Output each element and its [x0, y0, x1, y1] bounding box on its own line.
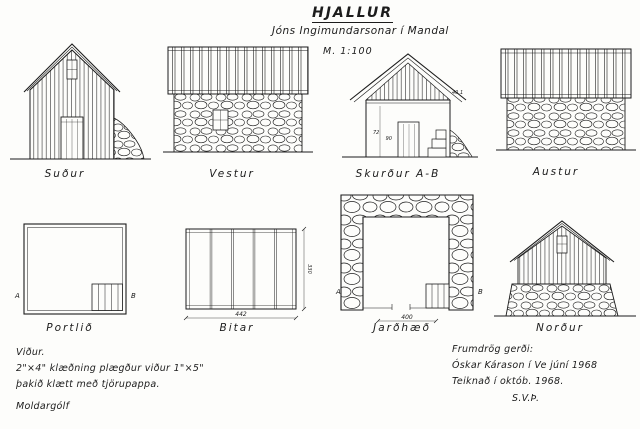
credits-note-line4: S.V.Þ.: [512, 393, 540, 404]
section-a-b-drawing: 72 90 40.1: [342, 53, 478, 158]
stone-foundation: [505, 283, 619, 317]
ground-floor-plan-drawing: A B 400: [335, 194, 483, 324]
roof-boarding: [167, 46, 309, 95]
width-dimension: 442: [183, 311, 299, 321]
credits-note-line3: Teiknað í októb. 1968.: [452, 376, 564, 387]
sheet-subtitle: Jóns Ingimundarsonar í Mandal: [272, 25, 449, 37]
credits-note-line2: Óskar Kárason í Ve júní 1968: [452, 360, 598, 371]
stairs-plan: [91, 283, 123, 311]
label-north: Norður: [536, 322, 584, 334]
width-dimension: 400: [375, 314, 439, 324]
loft-plan-drawing: A B: [14, 223, 136, 315]
scale-label: M. 1:100: [323, 46, 373, 57]
stone-wall: [506, 97, 626, 151]
roof-rake-trim: [23, 43, 121, 93]
stairs-plan: [425, 283, 450, 309]
materials-note-line4: Moldargólf: [16, 401, 70, 412]
loft-floor: [366, 99, 450, 104]
credits-note-line1: Frumdrög gerði:: [452, 344, 534, 355]
entrance-door: [60, 116, 84, 160]
interior-door: [397, 121, 420, 158]
stone-mound: [113, 117, 145, 160]
stone-wall: [173, 93, 303, 153]
stone-mound: [449, 129, 473, 158]
label-beams-plan: Bitar: [219, 322, 255, 334]
section-marker-b: B: [131, 292, 136, 300]
gable-wall-siding: [29, 49, 115, 160]
gable-window: [66, 59, 78, 80]
interior-steps: [427, 129, 447, 158]
gable-window: [556, 235, 568, 254]
roof-rake-trim: [509, 220, 615, 263]
wall-window: [212, 109, 229, 131]
frame-outline: [185, 228, 297, 310]
wall-height-dim: 72: [373, 130, 379, 136]
label-west: Vestur: [209, 168, 255, 180]
label-south: Suður: [44, 168, 86, 180]
plan-outline: [23, 223, 127, 315]
materials-note-line2: 2"×4" klæðning plægður viður 1"×5": [16, 363, 204, 374]
roof-boarding: [500, 48, 632, 99]
stone-wall-plan: [340, 194, 474, 311]
label-ground-plan: Jarðhæð: [373, 322, 431, 334]
north-elevation-drawing: [494, 220, 636, 317]
label-east: Austur: [532, 166, 580, 178]
label-section: Skurður A-B: [355, 168, 441, 180]
width-dim-value: 400: [401, 314, 413, 321]
west-elevation-drawing: [163, 46, 313, 153]
height-dim-value: 330: [306, 264, 312, 274]
roof-dim: 40.1: [452, 90, 463, 96]
south-elevation-drawing: [10, 43, 151, 160]
sheet-title: HJALLUR: [312, 5, 393, 23]
gable-wall-siding: [517, 225, 607, 285]
section-marker-a: A: [335, 288, 341, 296]
door-height-dim: 90: [386, 136, 392, 142]
height-dimension: 330: [301, 226, 312, 312]
section-marker-a: A: [14, 292, 20, 300]
width-dim-value: 442: [235, 311, 247, 318]
section-marker-b: B: [478, 288, 483, 296]
materials-note-line3: þakið klætt með tjörupappa.: [16, 379, 160, 390]
section-dimensions: 72 90 40.1: [373, 90, 463, 157]
materials-note-line1: Viður.: [16, 347, 45, 358]
roof-structure: [349, 53, 467, 103]
beams-plan-drawing: 442 330: [183, 226, 312, 321]
east-elevation-drawing: [496, 48, 636, 151]
label-loft-plan: Portlið: [46, 322, 94, 334]
beams: [209, 229, 277, 309]
